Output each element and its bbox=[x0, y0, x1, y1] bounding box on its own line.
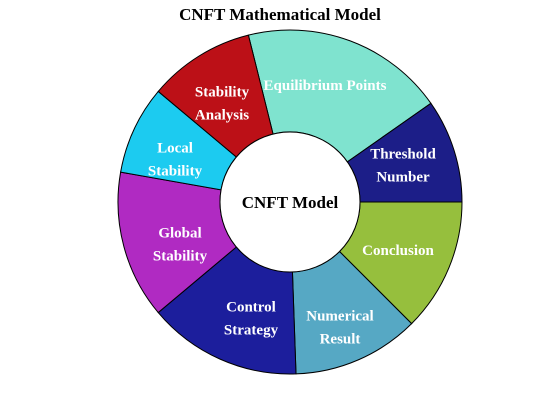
center-label: CNFT Model bbox=[242, 193, 339, 212]
segment-label-3-line-1: Conclusion bbox=[362, 243, 434, 259]
segment-label-4-line-1: Numerical bbox=[306, 309, 373, 325]
center-circle bbox=[219, 131, 361, 273]
segment-label-4-line-2: Result bbox=[320, 332, 361, 348]
segment-label-8-line-2: Analysis bbox=[195, 108, 249, 124]
segment-label-1-line-1: Equilibrium Points bbox=[264, 78, 387, 94]
segment-label-7-line-2: Stability bbox=[148, 164, 203, 180]
segment-labels-group: Equilibrium PointsThresholdNumberConclus… bbox=[148, 78, 437, 348]
segments-group bbox=[117, 29, 463, 375]
segment-label-5-line-2: Strategy bbox=[224, 323, 279, 339]
segment-label-8-line-1: Stability bbox=[195, 85, 250, 101]
segment-label-5-line-1: Control bbox=[226, 300, 276, 316]
segment-label-2-line-1: Threshold bbox=[370, 147, 436, 163]
diagram-title: CNFT Mathematical Model bbox=[179, 5, 381, 24]
segment-label-7-line-1: Local bbox=[157, 141, 193, 157]
segment-label-2-line-2: Number bbox=[376, 170, 430, 186]
segment-label-6-line-1: Global bbox=[158, 226, 201, 242]
segment-label-6-line-2: Stability bbox=[153, 249, 208, 265]
